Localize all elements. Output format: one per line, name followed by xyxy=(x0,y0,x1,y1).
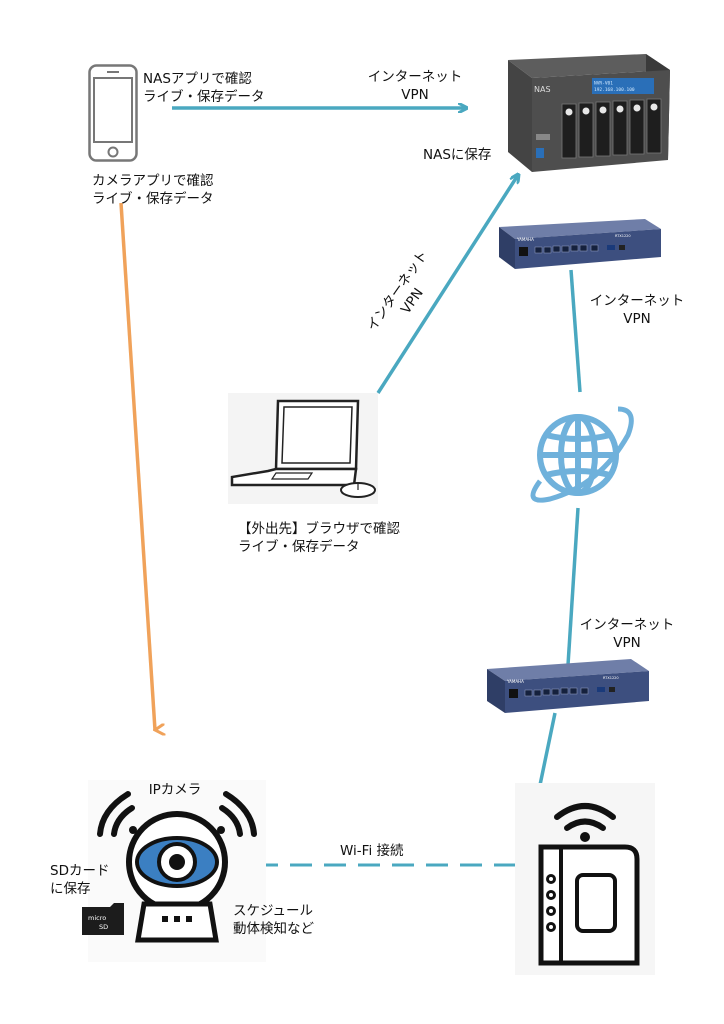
laptop-label: 【外出先】ブラウザで確認 ライブ・保存データ xyxy=(238,521,400,555)
ip-camera-icon xyxy=(88,780,266,962)
router-upper: YAMAHA RTX1220 xyxy=(499,219,661,269)
svg-text:RTX1220: RTX1220 xyxy=(603,676,619,680)
schedule-label: スケジュール 動体検知など xyxy=(233,903,314,937)
globe-icon xyxy=(530,406,634,503)
camera-app-label: カメラアプリで確認 ライブ・保存データ xyxy=(92,173,214,207)
sd-save-label: SDカード に保存 xyxy=(50,863,110,897)
microsd-card-icon: micro SD xyxy=(82,903,124,935)
svg-text:SD: SD xyxy=(99,923,108,931)
wifi-connection-label: Wi-Fi 接続 xyxy=(340,843,404,859)
svg-text:RTX1220: RTX1220 xyxy=(615,234,631,238)
laptop-to-nas-arrow xyxy=(376,175,518,394)
phone-to-camera-arrow xyxy=(119,202,155,730)
router-upper-to-globe-line xyxy=(569,269,582,393)
nas-save-label: NASに保存 xyxy=(423,147,492,163)
laptop-icon xyxy=(228,393,378,504)
wifi-router-icon xyxy=(515,783,655,975)
top-link-label: インターネット VPN xyxy=(367,69,463,103)
smartphone-icon xyxy=(88,64,138,162)
svg-text:192.168.100.100: 192.168.100.100 xyxy=(594,87,635,93)
svg-text:NVR-V01: NVR-V01 xyxy=(594,81,613,87)
router-lower: YAMAHA RTX1220 xyxy=(487,659,649,713)
router-upper-link-label: インターネット VPN xyxy=(589,293,685,327)
svg-text:YAMAHA: YAMAHA xyxy=(506,679,524,684)
router-lower-to-wifi-line xyxy=(538,712,557,786)
ip-camera-title: IPカメラ xyxy=(148,782,202,798)
svg-text:YAMAHA: YAMAHA xyxy=(516,237,534,242)
svg-text:micro: micro xyxy=(88,914,106,922)
globe-to-router-lower-line xyxy=(566,507,580,666)
nas-app-label: NASアプリで確認 ライブ・保存データ xyxy=(143,71,265,105)
router-lower-link-label: インターネット VPN xyxy=(579,617,675,651)
nas-logo-text: NAS xyxy=(534,85,551,94)
nas-device: NAS NVR-V01 192.168.100.100 xyxy=(508,54,670,172)
